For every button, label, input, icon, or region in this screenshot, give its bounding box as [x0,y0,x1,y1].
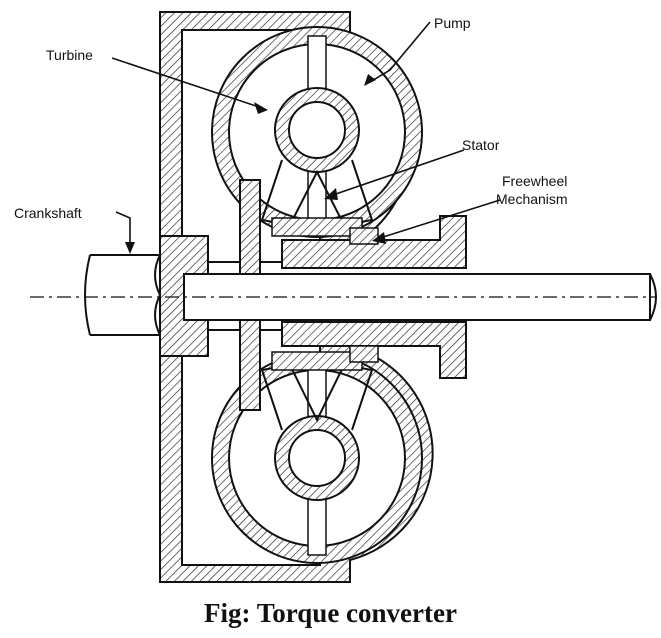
leader-arrowheads [125,74,386,254]
leader-lines [111,21,501,248]
label-crankshaft: Crankshaft [14,205,82,221]
lower-torus [211,351,423,564]
label-turbine: Turbine [46,47,93,63]
label-freewheel-line1: Freewheel [502,173,567,189]
label-pump: Pump [434,15,471,31]
figure-caption: Fig: Torque converter [204,598,457,628]
freewheel-hub [281,215,467,379]
label-freewheel-line2: Mechanism [496,191,568,207]
label-stator: Stator [462,137,500,153]
